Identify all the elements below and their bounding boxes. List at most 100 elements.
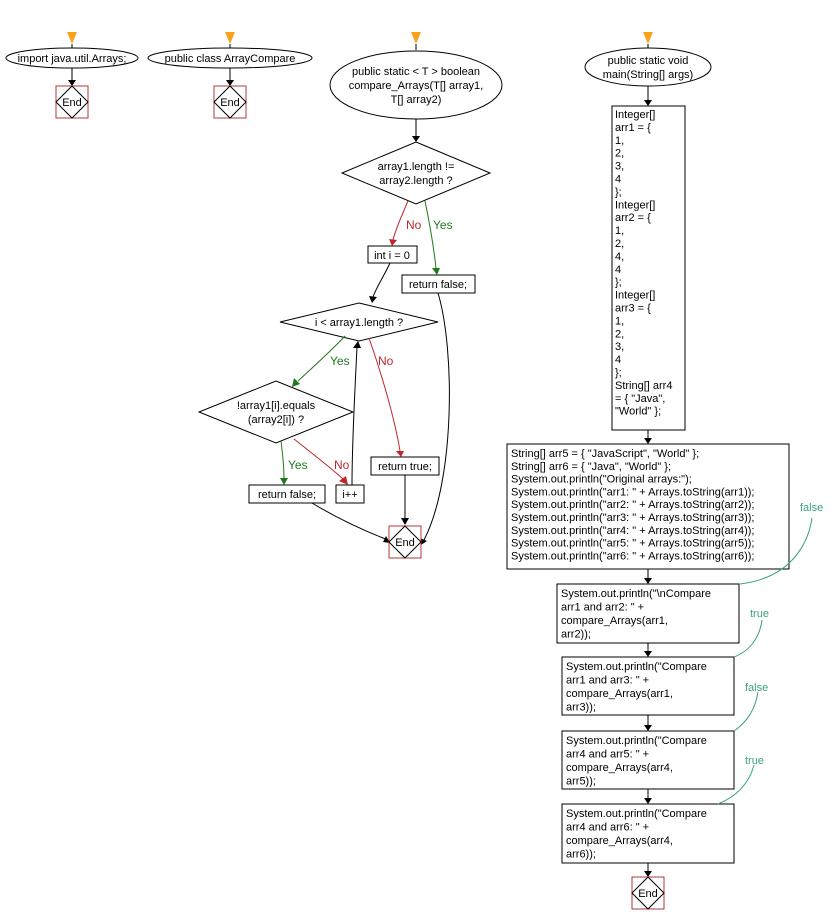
note-2: true bbox=[750, 608, 769, 620]
declaration-line-20: 4 bbox=[615, 354, 621, 366]
edge-label-yes-equals: Yes bbox=[288, 458, 308, 472]
note-1: false bbox=[800, 502, 823, 514]
compare-arr4-arr6-lines: System.out.println("Compare arr4 and arr6… bbox=[566, 808, 707, 861]
print-line-6: System.out.println("arr3: " + Arrays.toS… bbox=[511, 512, 754, 524]
length-decision-line-1: array1.length != bbox=[378, 161, 455, 173]
declaration-line-4: 2, bbox=[615, 148, 624, 160]
compare-arr1-arr3-line-2: arr1 and arr3: " + bbox=[566, 675, 649, 687]
equals-decision-line-2: (array2[i]) ? bbox=[248, 414, 304, 426]
equals-decision-line-1: !array1[i].equals bbox=[237, 400, 316, 412]
edge-label-no-length: No bbox=[406, 218, 422, 232]
edge-label-yes-length: Yes bbox=[433, 218, 453, 232]
return-true-text: return true; bbox=[378, 461, 432, 473]
init-i-text: int i = 0 bbox=[374, 250, 410, 262]
compare-arr1-arr2-lines: System.out.println("\nCompare arr1 and ar… bbox=[561, 588, 711, 641]
declaration-line-12: 4, bbox=[615, 251, 624, 263]
declaration-line-9: arr2 = { bbox=[615, 212, 651, 224]
compare-arr4-arr5-line-1: System.out.println("Compare bbox=[566, 735, 707, 747]
increment-box bbox=[335, 484, 365, 504]
svg-text:End: End bbox=[220, 97, 240, 109]
edge-label-no-equals: No bbox=[334, 458, 350, 472]
print-line-5: System.out.println("arr2: " + Arrays.toS… bbox=[511, 499, 754, 511]
compare-arr1-arr2-line-4: arr2)); bbox=[561, 629, 591, 641]
declaration-block bbox=[611, 105, 686, 431]
edge-label-yes-loop: Yes bbox=[330, 354, 350, 368]
declaration-line-10: 1, bbox=[615, 225, 624, 237]
note-4: true bbox=[745, 755, 764, 767]
print-line-4: System.out.println("arr1: " + Arrays.toS… bbox=[511, 486, 754, 498]
length-decision bbox=[340, 141, 492, 205]
print-line-2: String[] arr6 = { "Java", "World" }; bbox=[511, 461, 671, 473]
compare-arr4-arr5-box bbox=[561, 730, 735, 790]
declaration-line-1: Integer[] bbox=[615, 109, 655, 121]
return-false-box-2 bbox=[248, 484, 326, 504]
declaration-line-13: 4 bbox=[615, 264, 621, 276]
declaration-line-23: = { "Java", bbox=[615, 393, 665, 405]
print-line-3: System.out.println("Original arrays:"); bbox=[511, 474, 692, 486]
declaration-line-6: 4 bbox=[615, 174, 621, 186]
compare-arr1-arr2-line-2: arr1 and arr2: " + bbox=[561, 602, 644, 614]
declaration-lines: Integer[]arr1 = { 1, 2, 3, 4};Integer[]a… bbox=[615, 109, 672, 418]
compare-arr1-arr2-line-1: System.out.println("\nCompare bbox=[561, 588, 711, 600]
end-node-import: End bbox=[55, 85, 89, 119]
declaration-line-15: Integer[] bbox=[615, 290, 655, 302]
end-node-method: End bbox=[388, 525, 422, 559]
declaration-line-21: }; bbox=[615, 367, 622, 379]
declaration-line-7: }; bbox=[615, 186, 622, 198]
compare-arr1-arr3-line-1: System.out.println("Compare bbox=[566, 661, 707, 673]
compare-arr4-arr6-box bbox=[561, 803, 735, 864]
start-marker-class bbox=[225, 32, 235, 44]
print-line-9: System.out.println("arr6: " + Arrays.toS… bbox=[511, 550, 754, 562]
svg-text:End: End bbox=[395, 537, 415, 549]
compare-arr4-arr6-line-1: System.out.println("Compare bbox=[566, 808, 707, 820]
compare-arr1-arr3-lines: System.out.println("Compare arr1 and arr3… bbox=[566, 661, 707, 714]
import-text: import java.util.Arrays; bbox=[18, 53, 127, 65]
length-decision-line-2: array2.length ? bbox=[379, 175, 452, 187]
increment-text: i++ bbox=[342, 489, 357, 501]
method-line-1: public static < T > boolean bbox=[352, 66, 480, 78]
compare-arr1-arr2-box bbox=[556, 583, 740, 644]
end-node-main: End bbox=[631, 876, 665, 910]
compare-arr4-arr5-line-4: arr5)); bbox=[566, 776, 596, 788]
compare-arr4-arr6-line-2: arr4 and arr6: " + bbox=[566, 822, 649, 834]
declaration-line-5: 3, bbox=[615, 161, 624, 173]
compare-arr4-arr6-line-4: arr6)); bbox=[566, 849, 596, 861]
note-3: false bbox=[745, 682, 768, 694]
start-marker-main bbox=[643, 32, 653, 44]
print-line-7: System.out.println("arr4: " + Arrays.toS… bbox=[511, 525, 754, 537]
declaration-line-2: arr1 = { bbox=[615, 122, 651, 134]
method-line-2: compare_Arrays(T[] array1, bbox=[349, 80, 483, 92]
compare-arr4-arr5-line-3: compare_Arrays(arr4, bbox=[566, 762, 673, 774]
compare-arr4-arr6-line-3: compare_Arrays(arr4, bbox=[566, 835, 673, 847]
svg-text:End: End bbox=[62, 97, 82, 109]
declaration-line-17: 1, bbox=[615, 315, 624, 327]
print-lines: String[] arr5 = { "JavaScript", "World" … bbox=[511, 448, 754, 562]
start-marker-import bbox=[67, 32, 77, 44]
declaration-line-24: "World" }; bbox=[615, 406, 661, 418]
main-line-1: public static void bbox=[608, 55, 689, 67]
end-node-class: End bbox=[213, 85, 247, 119]
print-line-8: System.out.println("arr5: " + Arrays.toS… bbox=[511, 538, 754, 550]
return-false-text-1: return false; bbox=[409, 279, 467, 291]
return-false-text-2: return false; bbox=[258, 489, 316, 501]
compare-arr1-arr3-box bbox=[561, 656, 735, 716]
print-block bbox=[506, 443, 790, 570]
class-text: public class ArrayCompare bbox=[165, 53, 296, 65]
compare-arr1-arr3-line-4: arr3)); bbox=[566, 702, 596, 714]
print-line-1: String[] arr5 = { "JavaScript", "World" … bbox=[511, 448, 699, 460]
declaration-line-22: String[] arr4 bbox=[615, 380, 672, 392]
method-line-3: T[] array2) bbox=[391, 94, 442, 106]
declaration-line-16: arr3 = { bbox=[615, 303, 651, 315]
declaration-line-14: }; bbox=[615, 277, 622, 289]
loop-decision-text: i < array1.length ? bbox=[315, 317, 403, 329]
declaration-line-18: 2, bbox=[615, 328, 624, 340]
edge-label-no-loop: No bbox=[378, 354, 394, 368]
declaration-line-11: 2, bbox=[615, 238, 624, 250]
start-marker-method bbox=[411, 32, 421, 44]
svg-text:End: End bbox=[638, 888, 658, 900]
declaration-line-19: 3, bbox=[615, 341, 624, 353]
init-i-box bbox=[367, 245, 418, 264]
